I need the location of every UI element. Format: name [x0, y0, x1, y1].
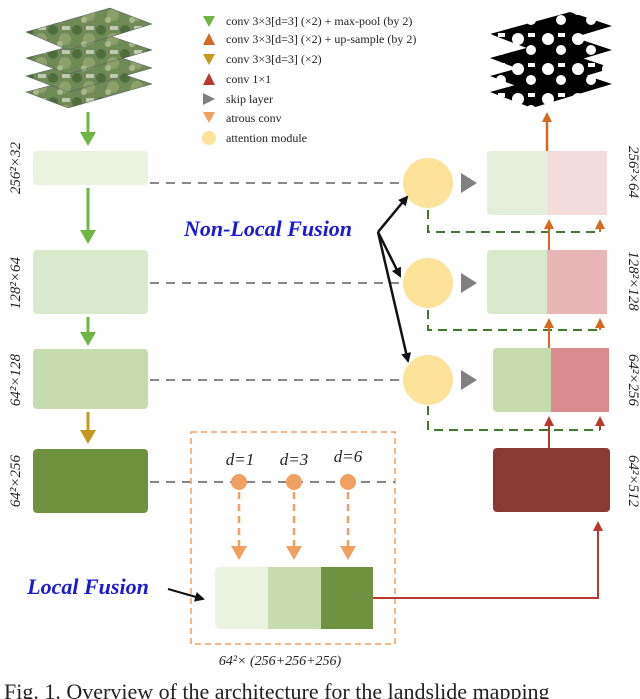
dilation-label-2: d=3	[280, 450, 308, 469]
input-image-layer	[25, 7, 153, 51]
output-mask-layer	[490, 54, 612, 92]
local-fusion-box	[190, 431, 396, 645]
upsample-arrows	[542, 112, 605, 448]
dilation-label-1: d=1	[226, 450, 254, 469]
legend-red-up-triangle-icon	[203, 73, 215, 85]
dilation-label-3: d=6	[334, 447, 363, 466]
encoder-dim-1: 256²×32	[8, 141, 24, 194]
skip-arrow-icon	[461, 370, 477, 390]
legend-orange-down-triangle-icon	[203, 112, 215, 123]
encoder-block-2	[33, 250, 148, 314]
maxpool-arrow-icon	[80, 230, 96, 244]
local-fusion-output-right	[321, 567, 373, 629]
decoder-dim-1: 256²×64	[625, 146, 640, 199]
legend-green-down-triangle-icon	[203, 16, 215, 27]
decoder-dim-2: 128²×128	[625, 251, 640, 311]
output-mask-layer	[490, 70, 612, 108]
local-fusion-dims: 64²× (256+256+256)	[219, 654, 342, 669]
attention-module-1	[403, 158, 453, 208]
encoder-block-1	[33, 151, 148, 185]
decoder-block-3-upsampled	[551, 348, 609, 412]
encoder-dim-4: 64²×256	[8, 454, 24, 507]
atrous-node-2	[286, 474, 302, 490]
output-mask-stack	[490, 12, 612, 108]
atrous-arrows	[237, 492, 350, 546]
atrous-arrow-icon	[231, 546, 247, 560]
local-fusion-arrow	[167, 588, 205, 602]
legend-label-conv1x1: conv 1×1	[226, 72, 271, 86]
output-mask-layer	[490, 36, 612, 74]
atrous-node-1	[231, 474, 247, 490]
encoder-block-3	[33, 349, 148, 409]
skip-connections	[150, 182, 400, 483]
maxpool-arrow-icon	[80, 132, 96, 146]
legend-label-conv: conv 3×3[d=3] (×2)	[226, 52, 322, 66]
input-image-stack	[25, 7, 153, 109]
legend: conv 3×3[d=3] (×2) + max-pool (by 2) con…	[202, 14, 416, 145]
local-to-decoder-connection	[373, 521, 603, 599]
maxpool-arrow-icon	[80, 332, 96, 346]
conv-arrow-icon	[80, 430, 96, 444]
output-mask-layer	[490, 12, 612, 50]
legend-label-maxpool: conv 3×3[d=3] (×2) + max-pool (by 2)	[226, 14, 412, 28]
encoder-block-4	[33, 449, 148, 513]
atrous-arrow-icon	[286, 546, 302, 560]
skip-arrow-icon	[461, 173, 477, 193]
encoder-dim-3: 64²×128	[8, 353, 24, 406]
attention-module-3	[403, 355, 453, 405]
attention-module-2	[403, 258, 453, 308]
decoder-block-2-upsampled	[547, 250, 607, 314]
skip-arrow-icon	[461, 273, 477, 293]
legend-yellow-circle-icon	[202, 131, 216, 145]
non-local-fusion-label: Non-Local Fusion	[183, 216, 352, 241]
atrous-node-3	[340, 474, 356, 490]
atrous-arrow-icon	[340, 546, 356, 560]
decoder-dim-3: 64²×256	[625, 354, 640, 407]
encoder-arrows	[80, 112, 96, 444]
legend-gold-down-triangle-icon	[203, 54, 215, 65]
non-local-arrows	[376, 195, 412, 363]
legend-gray-right-triangle-icon	[203, 93, 215, 105]
figure-caption: Fig. 1. Overview of the architecture for…	[4, 679, 550, 699]
decoder-dim-4: 64²×512	[625, 455, 640, 508]
legend-label-skip: skip layer	[226, 92, 273, 106]
local-fusion-label: Local Fusion	[26, 574, 149, 599]
legend-orange-up-triangle-icon	[203, 33, 215, 45]
local-fusion-output-mid	[268, 567, 321, 629]
attention-output-lines	[427, 210, 600, 431]
legend-label-upsample: conv 3×3[d=3] (×2) + up-sample (by 2)	[226, 32, 416, 46]
encoder-dim-2: 128²×64	[8, 256, 24, 309]
legend-label-atrous: atrous conv	[226, 111, 282, 125]
decoder-block-1-upsampled	[547, 151, 607, 215]
legend-label-attention: attention module	[226, 131, 307, 145]
decoder-block-4	[493, 448, 610, 512]
